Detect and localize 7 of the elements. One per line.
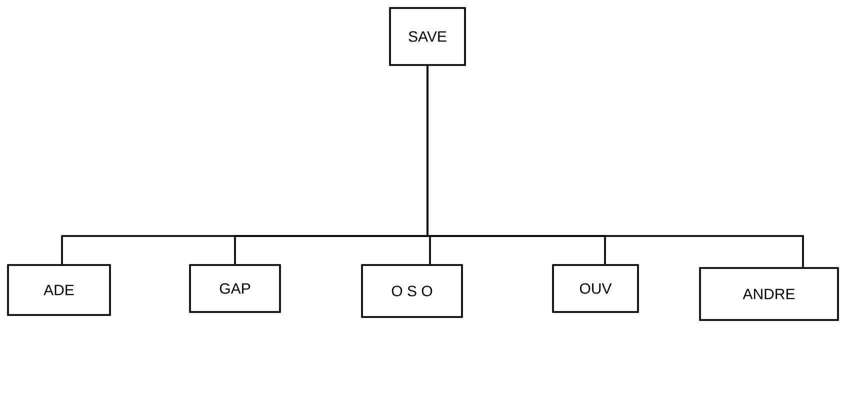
box: SAVE [389, 7, 466, 66]
connector [426, 66, 804, 268]
box: ADE [7, 264, 111, 316]
box: OUV [552, 264, 639, 313]
box: GAP [189, 264, 281, 313]
box: ANDRE [699, 267, 839, 321]
box: O S O [361, 264, 463, 318]
